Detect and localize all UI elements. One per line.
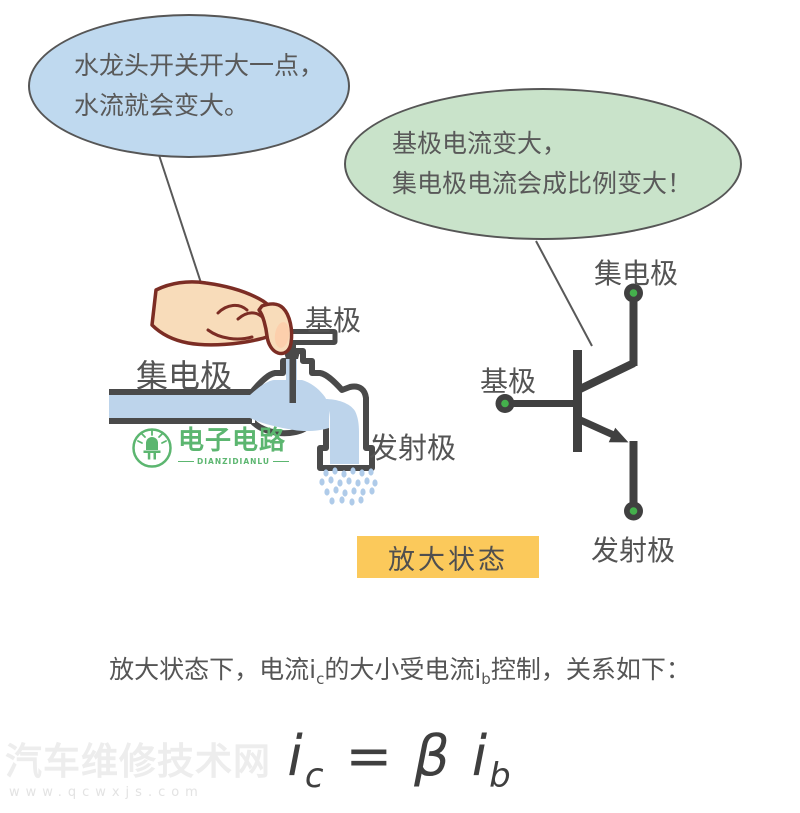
logo-divider-right (273, 460, 290, 463)
amplification-state-badge: 放大状态 (357, 536, 539, 578)
emitter-lead-diagonal (576, 415, 620, 441)
formula-ic: i (287, 724, 305, 789)
transistor-base-bar (573, 350, 582, 452)
hand-illustration (150, 280, 294, 356)
formula-beta-i: β i (414, 724, 490, 789)
water-stream (323, 399, 359, 464)
formula-sub-b: b (489, 756, 513, 797)
caption-part1: 放大状态下，电流i (109, 655, 317, 684)
transistor-symbol (495, 283, 643, 521)
emitter-arrow (608, 427, 629, 443)
bubble-water-line1: 水龙头开关开大一点， (74, 51, 325, 80)
terminal-dot-collector (624, 283, 643, 303)
logo-text: 电子电路 DIANZIDIANLU (178, 426, 290, 466)
led-logo-icon (132, 428, 172, 468)
caption-text: 放大状态下，电流ic的大小受电流ib控制，关系如下： (0, 650, 800, 688)
bubble-water-line2: 水流就会变大。 (74, 91, 250, 120)
logo-name: 电子电路 (178, 426, 287, 456)
knuckle-lines (206, 304, 265, 341)
water-flow (109, 358, 329, 432)
water-drops (319, 467, 378, 506)
faucet-collector-label: 集电极 (136, 357, 233, 395)
speech-bubble-transistor: 基极电流变大， 集电极电流会成比例变大！ (344, 88, 742, 240)
logo-subtitle: DIANZIDIANLU (197, 456, 271, 466)
faucet-emitter-label: 发射极 (369, 431, 457, 465)
caption-part3: 控制，关系如下： (490, 655, 691, 684)
caption-sub-c: c (316, 670, 325, 688)
logo-divider-left (178, 460, 194, 463)
transistor-emitter-label: 发射极 (591, 534, 676, 567)
faucet-valve-stem (289, 334, 296, 403)
dianzidianlu-logo: 电子电路 DIANZIDIANLU (131, 426, 290, 469)
bubble-transistor-line2: 集电极电流会成比例变大！ (392, 169, 693, 198)
speech-bubble-water: 水龙头开关开大一点， 水流就会变大。 (28, 14, 350, 158)
formula-equals: = (325, 724, 415, 789)
transistor-collector-label: 集电极 (594, 257, 679, 290)
collector-lead-diagonal (576, 359, 636, 394)
caption-sub-b: b (481, 670, 491, 688)
terminal-dot-emitter (624, 501, 643, 521)
fingertip-highlight (274, 322, 290, 348)
faucet-base-label: 基极 (305, 304, 362, 337)
bubble-transistor-line1: 基极电流变大， (392, 129, 568, 158)
speech-tail-water-bubble (157, 151, 204, 290)
gain-formula: ic = β ib (0, 724, 800, 796)
formula-sub-c: c (304, 756, 326, 797)
speech-tail-transistor-bubble (535, 240, 593, 347)
transistor-base-label: 基极 (480, 365, 537, 398)
faucet-illustration (108, 329, 378, 506)
caption-part2: 的大小受电流i (324, 655, 482, 684)
terminal-dot-base (495, 394, 515, 413)
logo-subtitle-row: DIANZIDIANLU (178, 456, 290, 466)
